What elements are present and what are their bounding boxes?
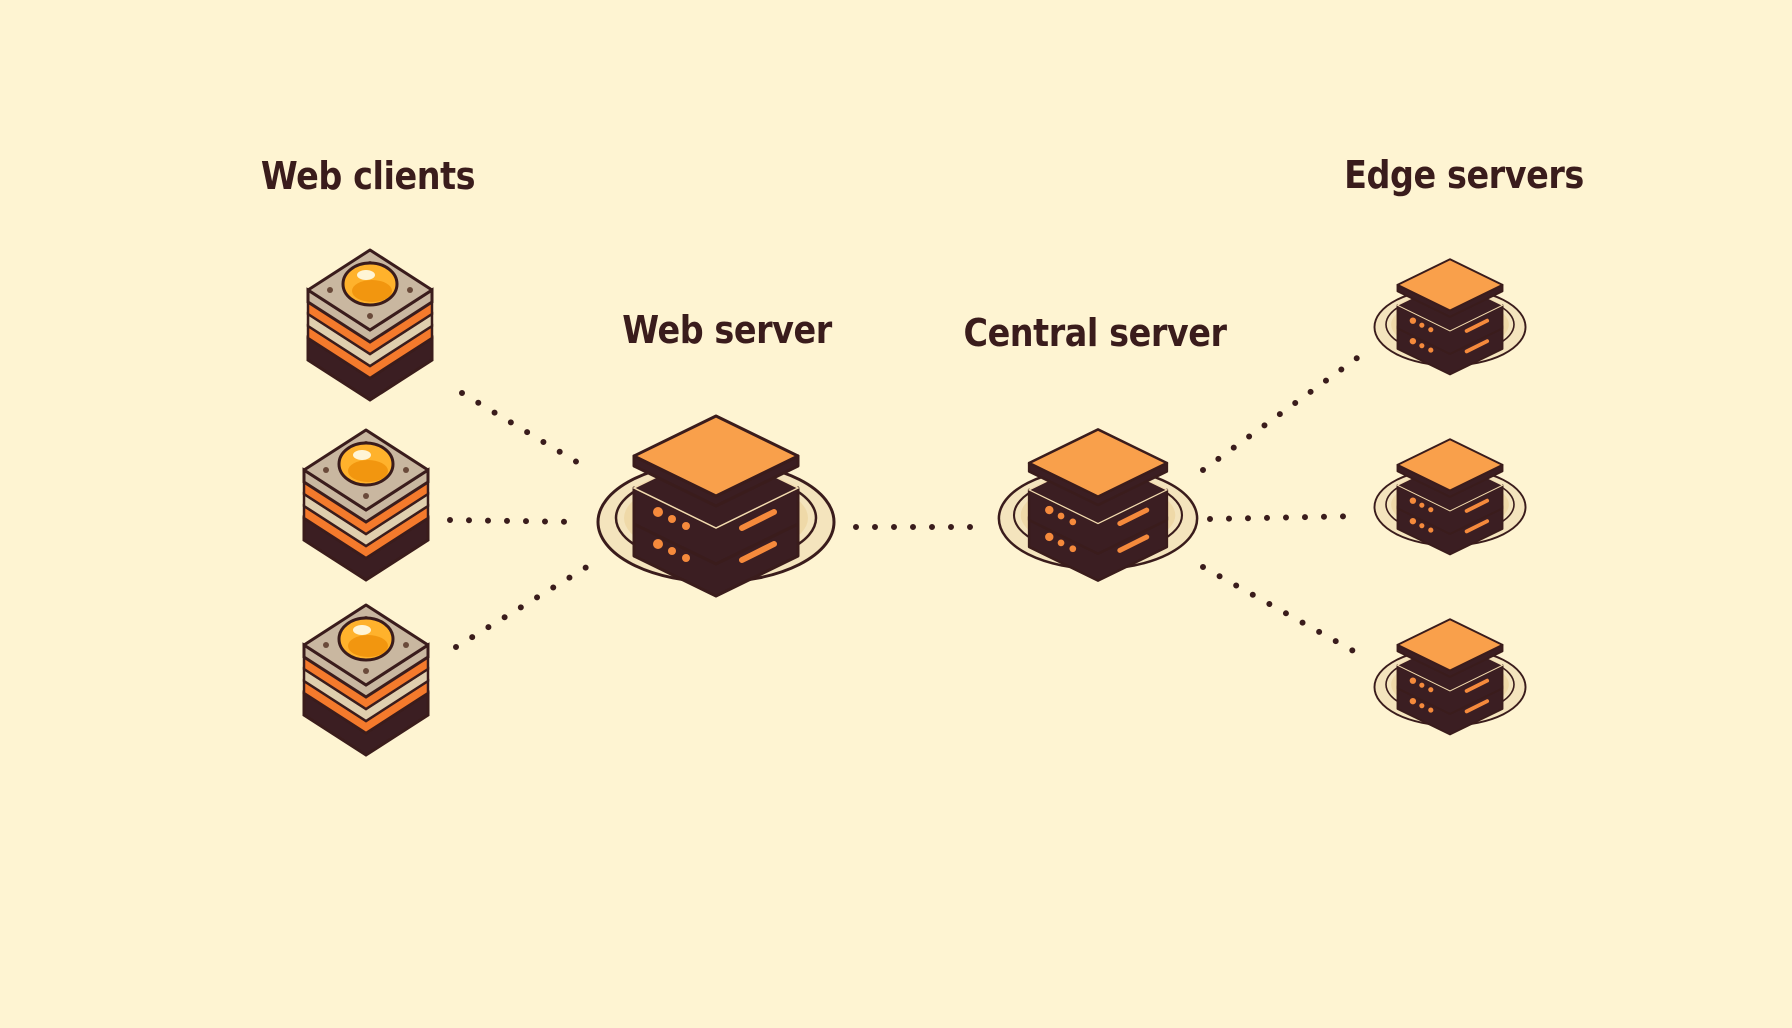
led-icon bbox=[653, 539, 663, 549]
led-icon bbox=[1057, 539, 1065, 547]
led-icon bbox=[1069, 518, 1077, 526]
drive-slot bbox=[1464, 678, 1490, 693]
client-bulb-glint bbox=[353, 450, 371, 460]
connection-client-3-to-web_server bbox=[453, 562, 593, 650]
connection-central_server-to-edge-1 bbox=[1200, 350, 1367, 473]
client-bulb-shade bbox=[348, 460, 388, 482]
client-bulb-shade bbox=[352, 280, 392, 302]
drive-slot bbox=[1464, 498, 1490, 513]
led-icon bbox=[1419, 322, 1425, 328]
nodes-layer bbox=[302, 248, 1527, 757]
drive-slot bbox=[739, 541, 777, 563]
connections-layer bbox=[447, 350, 1369, 661]
led-icon bbox=[653, 507, 663, 517]
connection-client-2-to-web_server bbox=[447, 517, 583, 525]
screw-icon bbox=[323, 467, 329, 473]
web-server-label: Web server bbox=[622, 308, 832, 352]
drive-slot bbox=[1117, 534, 1150, 553]
screw-icon bbox=[363, 668, 369, 674]
led-icon bbox=[1419, 502, 1425, 508]
connection-central_server-to-edge-3 bbox=[1200, 564, 1369, 661]
led-icon bbox=[1428, 527, 1434, 533]
server-top bbox=[1027, 428, 1169, 498]
screw-icon bbox=[403, 467, 409, 473]
client-bulb-glint bbox=[353, 625, 371, 635]
led-icon bbox=[1428, 347, 1434, 353]
server-top bbox=[1396, 258, 1504, 312]
led-icon bbox=[1428, 327, 1434, 333]
drive-slot bbox=[1464, 339, 1490, 354]
edge-server-edge-2-server-icon bbox=[1373, 438, 1527, 556]
screw-icon bbox=[403, 642, 409, 648]
connection-central_server-to-edge-2 bbox=[1207, 513, 1363, 522]
central-server-server-icon bbox=[997, 428, 1199, 582]
edge-server-edge-3-server-icon bbox=[1373, 618, 1527, 736]
led-icon bbox=[668, 547, 676, 555]
central-server-label: Central server bbox=[963, 311, 1227, 355]
screw-icon bbox=[407, 287, 413, 293]
edge-server-edge-1-server-icon bbox=[1373, 258, 1527, 376]
led-icon bbox=[1409, 697, 1417, 705]
server-top bbox=[632, 414, 800, 498]
server-top bbox=[1396, 618, 1504, 672]
led-icon bbox=[668, 515, 676, 523]
led-icon bbox=[1045, 505, 1054, 515]
server-top bbox=[1396, 438, 1504, 492]
web-client-client-2-client-stack-icon bbox=[302, 428, 430, 582]
web-client-client-1-client-stack-icon bbox=[306, 248, 434, 402]
web-clients-label: Web clients bbox=[260, 154, 476, 198]
screw-icon bbox=[367, 313, 373, 319]
led-icon bbox=[1409, 497, 1417, 504]
client-bulb-glint bbox=[357, 270, 375, 280]
web-server-server-icon bbox=[596, 414, 836, 598]
led-icon bbox=[1428, 707, 1434, 713]
edge-servers-label: Edge servers bbox=[1344, 153, 1584, 197]
led-icon bbox=[1419, 523, 1425, 529]
led-icon bbox=[1428, 687, 1434, 693]
led-icon bbox=[1057, 512, 1065, 520]
screw-icon bbox=[327, 287, 333, 293]
led-icon bbox=[1409, 677, 1417, 684]
led-icon bbox=[1428, 507, 1434, 513]
led-icon bbox=[682, 554, 690, 562]
led-icon bbox=[1409, 317, 1417, 324]
led-icon bbox=[1419, 703, 1425, 709]
web-client-client-3-client-stack-icon bbox=[302, 603, 430, 757]
led-icon bbox=[682, 522, 690, 530]
connection-client-1-to-web_server bbox=[459, 390, 593, 473]
led-icon bbox=[1045, 532, 1054, 542]
led-icon bbox=[1419, 682, 1425, 688]
screw-icon bbox=[363, 493, 369, 499]
drive-slot bbox=[1117, 507, 1150, 527]
led-icon bbox=[1419, 343, 1425, 349]
drive-slot bbox=[1464, 699, 1490, 714]
led-icon bbox=[1069, 545, 1077, 553]
led-icon bbox=[1409, 337, 1417, 345]
screw-icon bbox=[323, 642, 329, 648]
led-icon bbox=[1409, 517, 1417, 525]
drive-slot bbox=[739, 509, 777, 531]
drive-slot bbox=[1464, 519, 1490, 534]
drive-slot bbox=[1464, 318, 1490, 333]
client-bulb-shade bbox=[348, 635, 388, 657]
